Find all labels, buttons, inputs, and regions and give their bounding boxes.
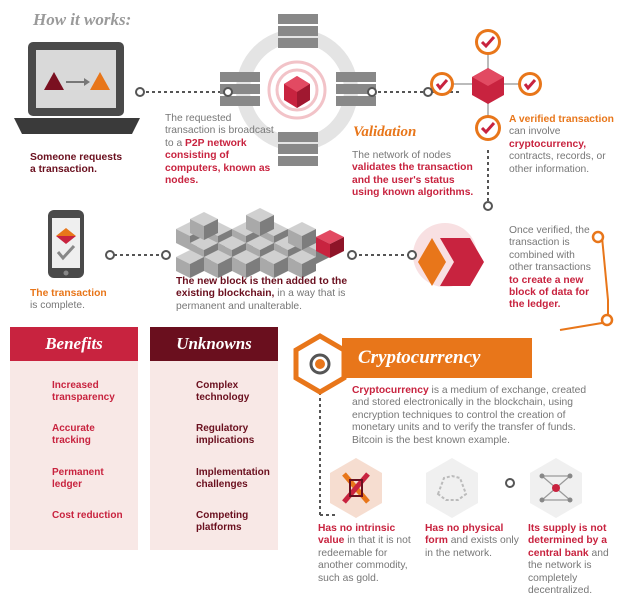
block-face	[260, 215, 274, 236]
block-face	[274, 257, 288, 278]
block-face	[204, 219, 218, 240]
node-network-icon	[220, 14, 376, 166]
blockchain-icon	[176, 208, 344, 278]
benefits-banner: Benefits	[10, 327, 138, 361]
laptop-icon	[14, 42, 140, 134]
server-left	[220, 72, 260, 106]
benefit-item-transparency: Increased transparency	[52, 380, 115, 403]
block-face	[302, 257, 316, 278]
step-complete-text: The transaction is complete.	[30, 288, 107, 312]
combined-block-icon	[413, 223, 484, 287]
block-face	[330, 237, 344, 258]
phone-icon	[48, 210, 84, 278]
unknown-item-competing: Competing platforms	[196, 510, 249, 533]
benefit-item-tracking: Accurate tracking	[52, 423, 95, 446]
unknown-item-implementation: Implementation challenges	[196, 467, 270, 490]
unknown-item-regulatory: Regulatory implications	[196, 423, 255, 446]
orange-dots	[591, 230, 614, 327]
no-intrinsic-value-icon	[330, 458, 382, 518]
block-face	[176, 257, 190, 278]
block-face	[316, 237, 330, 258]
block-face	[190, 219, 204, 240]
block-face	[288, 257, 302, 278]
block-face	[190, 257, 204, 278]
decentralized-network-icon	[530, 458, 582, 518]
fact-supply: Its supply is not determined by a centra…	[528, 523, 609, 597]
step-combined-text: Once verified, the transaction is combin…	[509, 225, 591, 311]
step-added-text: The new block is then added to the exist…	[176, 276, 348, 312]
block-face	[246, 215, 260, 236]
block-face	[176, 229, 190, 250]
benefit-item-cost: Cost reduction	[52, 510, 123, 521]
step-broadcast-text: The requested transaction is broadcast t…	[165, 113, 274, 187]
cryptocurrency-description: Cryptocurrency is a medium of exchange, …	[352, 385, 587, 446]
fact-intrinsic-value: Has no intrinsic value in that it is not…	[318, 523, 411, 584]
connector-dots	[105, 87, 515, 488]
fact-physical-form: Has no physical form and exists only in …	[425, 523, 519, 559]
server-bottom	[278, 132, 318, 166]
step-verified-text: A verified transaction can involve crypt…	[509, 114, 614, 175]
server-top	[278, 14, 318, 48]
block-face	[288, 229, 302, 250]
block-face	[232, 257, 246, 278]
no-physical-form-icon	[426, 458, 478, 518]
block-face	[260, 257, 274, 278]
page-title: How it works:	[33, 10, 132, 29]
benefit-item-ledger: Permanent ledger	[52, 467, 104, 490]
step-validation-text: The network of nodes validates the trans…	[352, 150, 474, 199]
verified-checks-icon	[430, 29, 542, 141]
step-request-text: Someone requests a transaction.	[30, 152, 123, 176]
benefits-panel	[10, 361, 138, 550]
validation-title: Validation	[353, 124, 417, 140]
block-face	[204, 257, 218, 278]
cryptocurrency-banner: Cryptocurrency	[342, 338, 532, 378]
block-face	[302, 229, 316, 250]
block-face	[246, 257, 260, 278]
unknown-item-complex: Complex technology	[196, 380, 250, 403]
crypto-hexagon-icon	[293, 333, 347, 395]
unknowns-panel	[150, 361, 278, 550]
block-face	[218, 257, 232, 278]
server-right	[336, 72, 376, 106]
unknowns-banner: Unknowns	[150, 327, 278, 361]
